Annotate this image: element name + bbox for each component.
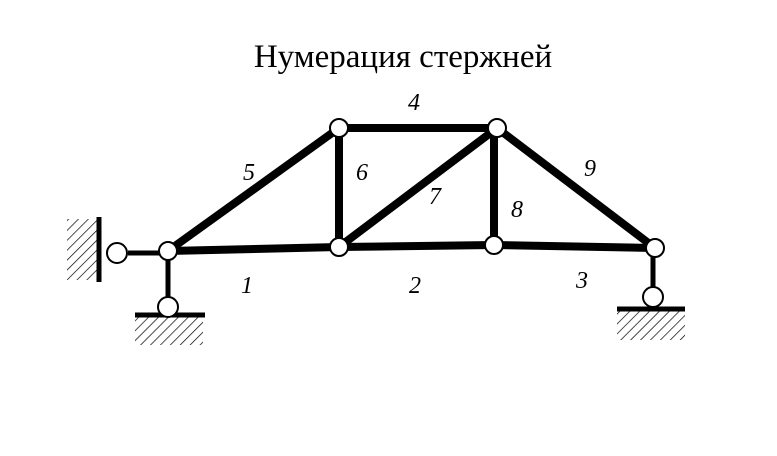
member-label-9: 9 xyxy=(584,156,596,182)
left-wall-support xyxy=(67,217,165,282)
member-label-6: 6 xyxy=(356,160,368,186)
joint-bottom-middle-left xyxy=(329,237,349,257)
ground-hatch-left xyxy=(135,317,203,345)
member-label-7: 7 xyxy=(429,184,442,210)
member-9 xyxy=(493,124,659,252)
joint-right-support xyxy=(645,238,665,258)
member-label-8: 8 xyxy=(511,197,523,223)
ground-link-pin-left xyxy=(157,296,179,318)
left-ground-support xyxy=(135,253,205,345)
member-label-3: 3 xyxy=(575,268,588,294)
member-label-2: 2 xyxy=(409,273,421,299)
member-5 xyxy=(164,124,343,255)
ground-link-pin-right xyxy=(642,286,664,308)
joint-top-left xyxy=(329,118,349,138)
joint-left-support xyxy=(158,241,178,261)
joint-top-right xyxy=(487,118,507,138)
member-2 xyxy=(335,241,498,251)
right-ground-support xyxy=(617,249,685,340)
member-1 xyxy=(164,243,343,255)
ground-hatch-right xyxy=(617,311,685,340)
wall-link-pin xyxy=(106,242,128,264)
joint-bottom-middle-right xyxy=(484,235,504,255)
wall-hatch xyxy=(67,219,99,280)
member-7 xyxy=(335,124,501,251)
member-3 xyxy=(490,241,659,252)
truss-joints xyxy=(158,118,665,261)
diagram-title: Нумерация стержней xyxy=(254,39,552,75)
member-label-4: 4 xyxy=(408,90,420,116)
member-label-5: 5 xyxy=(243,160,255,186)
member-label-1: 1 xyxy=(241,273,253,299)
truss-members xyxy=(164,124,659,255)
member-labels: 1 2 3 4 5 6 7 8 9 xyxy=(241,90,596,299)
